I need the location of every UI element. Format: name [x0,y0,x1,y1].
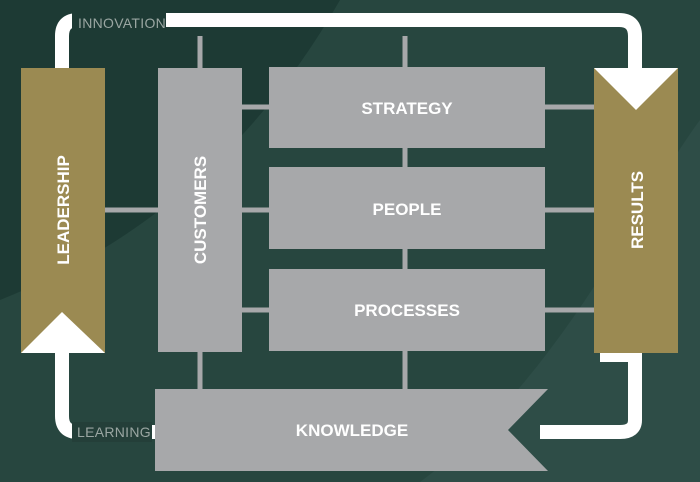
processes-label: PROCESSES [354,301,460,320]
learning-label: LEARNING [77,424,151,440]
people-block: PEOPLE [269,167,545,249]
knowledge-block: KNOWLEDGE [155,389,548,471]
strategy-label: STRATEGY [361,99,453,118]
knowledge-label: KNOWLEDGE [296,421,408,440]
flow-loop-bottom [540,348,642,439]
results-label: RESULTS [628,171,647,249]
strategy-block: STRATEGY [269,67,545,148]
customers-block: CUSTOMERS [158,68,242,352]
processes-block: PROCESSES [269,269,545,351]
innovation-label-bg [72,12,166,30]
customers-label: CUSTOMERS [191,156,210,264]
flow-loop [55,13,642,80]
innovation-label: INNOVATION [78,15,166,31]
results-block: RESULTS [594,68,678,353]
leadership-label: LEADERSHIP [54,155,73,265]
learning-label-bg [72,422,152,442]
people-label: PEOPLE [373,200,442,219]
leadership-block: LEADERSHIP [21,68,105,353]
